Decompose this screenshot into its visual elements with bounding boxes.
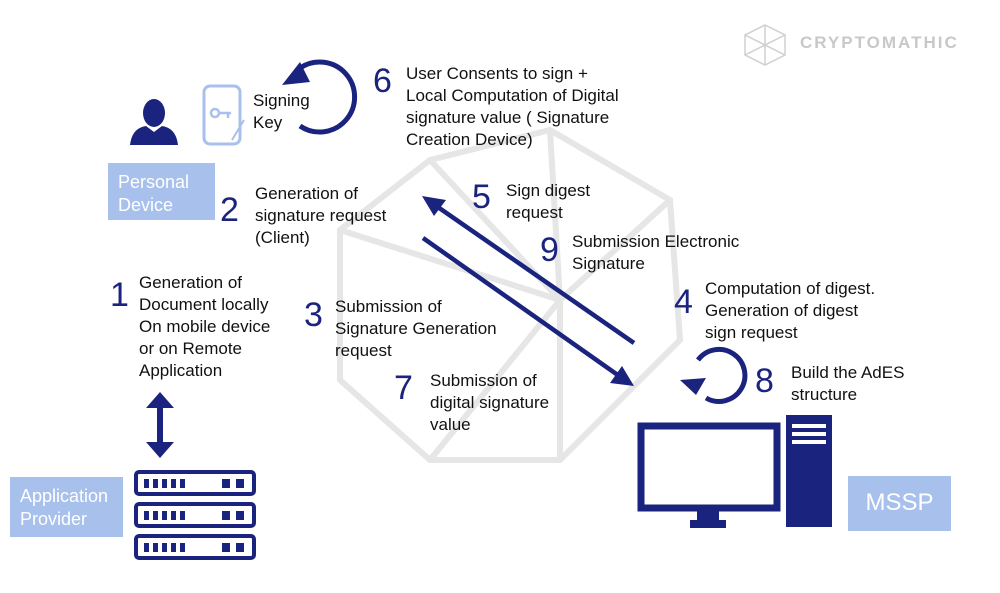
- step-8-text: Build the AdES structure: [791, 363, 905, 404]
- step-2-number: 2: [220, 191, 239, 229]
- step-4-number: 4: [674, 283, 693, 321]
- step-1-text: Generation of Document locally On mobile…: [139, 273, 271, 380]
- step-6-number: 6: [373, 62, 392, 100]
- step-7-number: 7: [394, 369, 413, 407]
- step-5-text: Sign digest request: [506, 181, 591, 222]
- step-1-number: 1: [110, 276, 129, 314]
- arrow-to-client: [422, 196, 636, 345]
- refresh-arrow-mssp-icon: [680, 346, 748, 404]
- mssp-box: MSSP: [848, 476, 951, 531]
- step-2-text: Generation of signature request (Client): [255, 184, 387, 247]
- person-icon: [130, 99, 178, 145]
- step-6-text: User Consents to sign + Local Computatio…: [406, 64, 619, 149]
- step-9-text: Submission Electronic Signature: [572, 232, 740, 273]
- arrow-to-mssp: [421, 236, 634, 386]
- double-arrow-icon: [146, 392, 174, 458]
- brand-name: CRYPTOMATHIC: [800, 33, 959, 52]
- application-provider-box: Application Provider: [10, 477, 123, 537]
- step-3-text: Submission of Signature Generation reque…: [335, 297, 497, 360]
- server-icon: [134, 470, 256, 560]
- cryptomathic-logo-icon: [744, 24, 786, 66]
- watermark-cube: [337, 126, 684, 463]
- phone-key-icon: [202, 84, 245, 146]
- step-9-number: 9: [540, 231, 559, 269]
- step-3-number: 3: [304, 296, 323, 334]
- personal-device-box: Personal Device: [108, 163, 215, 220]
- step-8-number: 8: [755, 362, 774, 400]
- step-5-number: 5: [472, 178, 491, 216]
- step-7-text: Submission of digital signature value: [430, 371, 550, 434]
- signing-key-label: Signing Key: [253, 91, 310, 132]
- desktop-computer-icon: [637, 415, 832, 528]
- refresh-arrow-icon: [282, 59, 358, 135]
- step-4-text: Computation of digest. Generation of dig…: [705, 279, 876, 342]
